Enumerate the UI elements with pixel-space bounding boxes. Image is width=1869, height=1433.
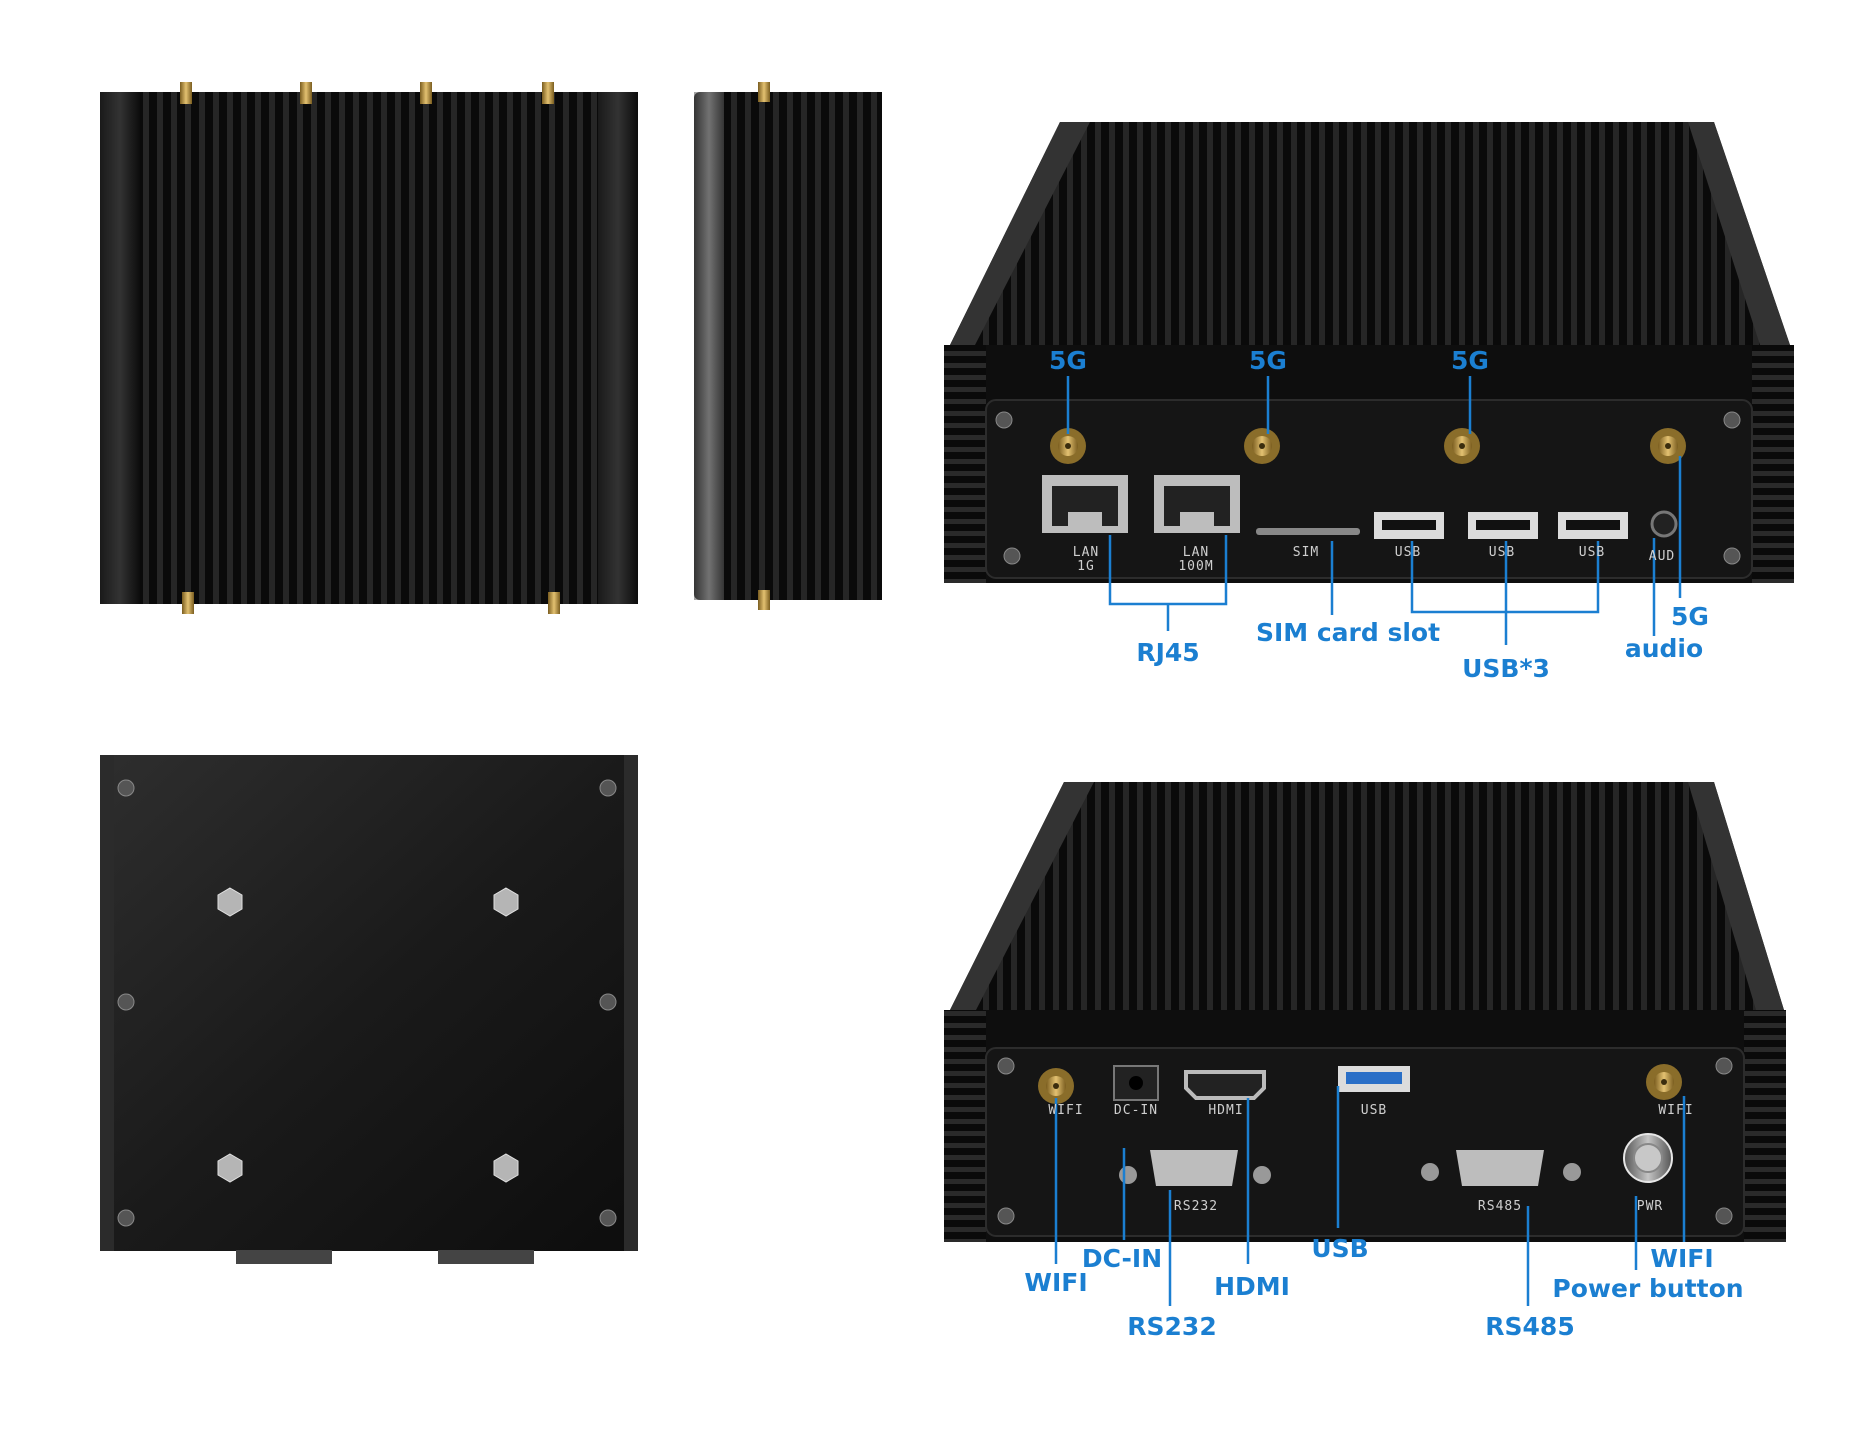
sim-silk: SIM bbox=[1292, 545, 1320, 560]
label-sim-card-slot: SIM card slot bbox=[1255, 618, 1441, 647]
label-power-button: Power button bbox=[1552, 1274, 1744, 1303]
aud-silk: AUD bbox=[1648, 549, 1676, 564]
rj45-port-icon bbox=[1042, 475, 1240, 533]
rs485-silk: RS485 bbox=[1477, 1199, 1523, 1214]
label-audio: audio bbox=[1624, 634, 1704, 663]
antenna-connector-icon bbox=[1050, 428, 1686, 464]
hdmi-silk: HDMI bbox=[1208, 1103, 1244, 1118]
db9-serial-icon bbox=[1150, 1150, 1544, 1186]
hdmi-port-icon bbox=[1184, 1070, 1266, 1100]
label-dcin: DC-IN bbox=[1081, 1244, 1163, 1273]
wifi-antenna-icon bbox=[1038, 1064, 1682, 1104]
front-panel-device bbox=[944, 782, 1786, 1242]
bottom-view-device bbox=[100, 755, 638, 1264]
label-rj45: RJ45 bbox=[1136, 638, 1200, 667]
rs232-silk: RS232 bbox=[1173, 1199, 1219, 1214]
label-usb: USB bbox=[1311, 1234, 1369, 1263]
label-5g-2: 5G bbox=[1249, 346, 1287, 375]
label-5g-side: 5G bbox=[1671, 602, 1709, 631]
front-callout-lines bbox=[1054, 1086, 1686, 1306]
sim-slot-icon bbox=[1256, 528, 1360, 535]
label-5g-1: 5G bbox=[1049, 346, 1087, 375]
top-view-device bbox=[100, 82, 638, 614]
rear-callout-lines bbox=[1066, 376, 1682, 645]
label-wifi: WIFI bbox=[1024, 1268, 1088, 1297]
pwr-silk: PWR bbox=[1636, 1199, 1664, 1214]
wifi-silk: WIFI bbox=[1048, 1103, 1084, 1118]
label-wifi-2: WIFI bbox=[1650, 1244, 1714, 1273]
label-5g-3: 5G bbox=[1451, 346, 1489, 375]
side-view-device bbox=[694, 82, 882, 610]
label-rs232: RS232 bbox=[1127, 1312, 1217, 1341]
label-rs485: RS485 bbox=[1485, 1312, 1575, 1341]
usb-silk-1: USB bbox=[1394, 545, 1422, 560]
rear-panel-device bbox=[944, 122, 1794, 583]
label-hdmi: HDMI bbox=[1214, 1272, 1290, 1301]
audio-jack-icon bbox=[1650, 510, 1678, 538]
wifi2-silk: WIFI bbox=[1658, 1103, 1694, 1118]
dcin-silk: DC-IN bbox=[1113, 1103, 1159, 1118]
usb-silk-2: USB bbox=[1488, 545, 1516, 560]
usb-front-silk: USB bbox=[1360, 1103, 1388, 1118]
usb-silk-3: USB bbox=[1578, 545, 1606, 560]
label-usb3: USB*3 bbox=[1462, 654, 1550, 683]
